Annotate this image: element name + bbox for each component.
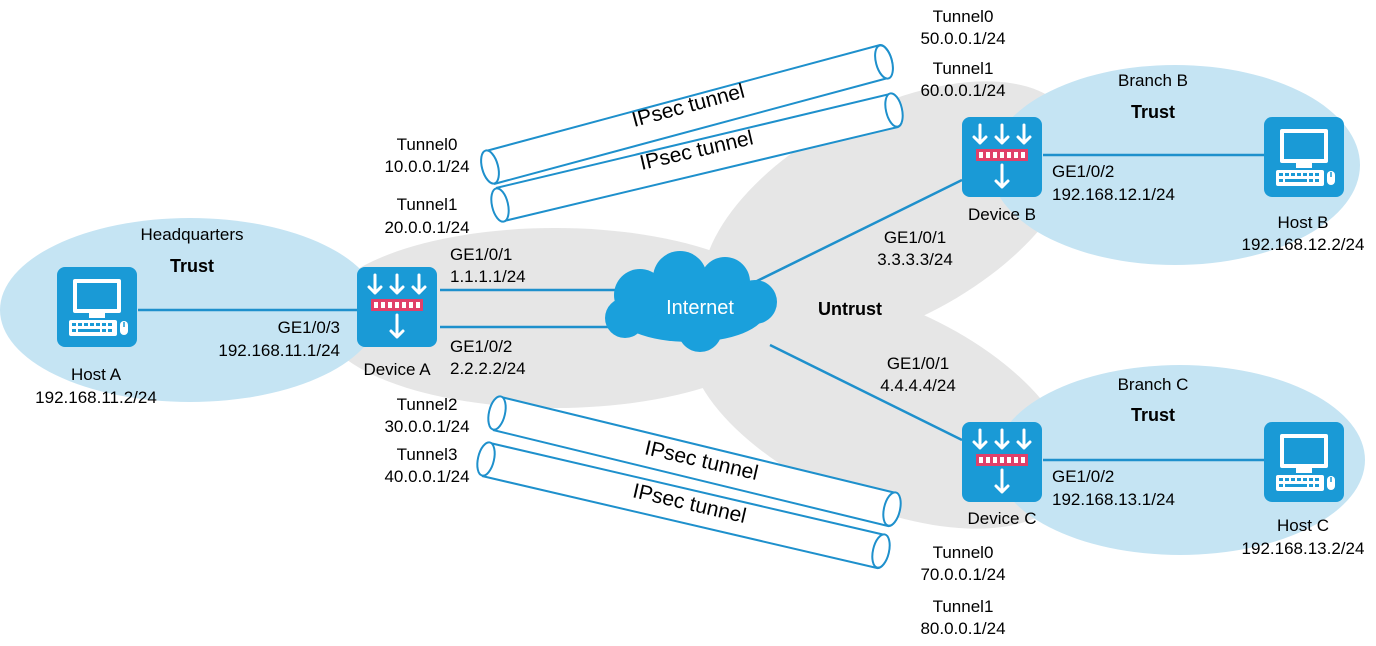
device-a-tunnel2-ip: 30.0.0.1/24 <box>384 417 469 436</box>
branch-b-label: Branch B <box>1118 71 1188 90</box>
device-b-tunnel0-ip: 50.0.0.1/24 <box>920 29 1005 48</box>
device-c-ge102-ip: 192.168.13.1/24 <box>1052 490 1175 509</box>
device-c-tunnel1-name: Tunnel1 <box>933 597 994 616</box>
device-c-ge101-port: GE1/0/1 <box>887 354 949 373</box>
device-a-tunnel3-name: Tunnel3 <box>397 445 458 464</box>
device-a-ge102-port: GE1/0/2 <box>450 337 512 356</box>
branch-c-label: Branch C <box>1118 375 1189 394</box>
branch-c-trust-label: Trust <box>1131 405 1175 425</box>
headquarters-trust-label: Trust <box>170 256 214 276</box>
device-a-tunnel1-ip: 20.0.0.1/24 <box>384 218 469 237</box>
device-a-tunnel0-ip: 10.0.0.1/24 <box>384 157 469 176</box>
link-internet-device-b <box>754 178 963 284</box>
device-b-tunnel1-name: Tunnel1 <box>933 59 994 78</box>
host-b-computer-icon <box>1263 116 1345 198</box>
device-a-ge103-port: GE1/0/3 <box>278 318 340 337</box>
device-b-tunnel1-ip: 60.0.0.1/24 <box>920 81 1005 100</box>
device-a-ge102-ip: 2.2.2.2/24 <box>450 359 526 378</box>
device-c-firewall-icon <box>960 420 1044 504</box>
host-b-ip: 192.168.12.2/24 <box>1242 235 1365 254</box>
device-a-tunnel2-name: Tunnel2 <box>397 395 458 414</box>
device-c-tunnel0-ip: 70.0.0.1/24 <box>920 565 1005 584</box>
host-a-name: Host A <box>71 365 122 384</box>
branch-b-trust-label: Trust <box>1131 102 1175 122</box>
device-a-name: Device A <box>363 360 431 379</box>
device-c-name: Device C <box>968 509 1037 528</box>
ipsec-tunnel-2 <box>490 92 904 223</box>
trust-zone-branch-b <box>990 65 1360 265</box>
link-internet-device-c <box>769 343 963 442</box>
device-a-ge103-ip: 192.168.11.1/24 <box>218 341 340 360</box>
device-a-ge101-ip: 1.1.1.1/24 <box>450 267 526 286</box>
device-a-tunnel3-ip: 40.0.0.1/24 <box>384 467 469 486</box>
device-b-ge101-port: GE1/0/1 <box>884 228 946 247</box>
internet-cloud-icon <box>605 251 777 352</box>
device-b-name: Device B <box>968 205 1036 224</box>
device-a-tunnel1-name: Tunnel1 <box>397 195 458 214</box>
device-b-ge101-ip: 3.3.3.3/24 <box>877 250 953 269</box>
device-a-tunnel0-name: Tunnel0 <box>397 135 458 154</box>
device-a-firewall-icon <box>355 265 439 349</box>
device-a-ge101-port: GE1/0/1 <box>450 245 512 264</box>
host-a-computer-icon <box>56 266 138 348</box>
device-c-tunnel0-name: Tunnel0 <box>933 543 994 562</box>
headquarters-label: Headquarters <box>140 225 243 244</box>
ipsec-tunnel-4 <box>476 441 891 570</box>
ipsec-tunnel-3 <box>487 395 902 528</box>
ipsec-tunnels <box>476 44 904 570</box>
device-b-tunnel0-name: Tunnel0 <box>933 7 994 26</box>
device-c-tunnel1-ip: 80.0.0.1/24 <box>920 619 1005 638</box>
device-b-ge102-port: GE1/0/2 <box>1052 162 1114 181</box>
untrust-label: Untrust <box>818 299 882 319</box>
device-c-ge101-ip: 4.4.4.4/24 <box>880 376 956 395</box>
host-c-computer-icon <box>1263 421 1345 503</box>
host-c-ip: 192.168.13.2/24 <box>1242 539 1365 558</box>
device-b-firewall-icon <box>960 115 1044 199</box>
ipsec-tunnel-1 <box>480 44 894 185</box>
device-c-ge102-port: GE1/0/2 <box>1052 467 1114 486</box>
device-b-ge102-ip: 192.168.12.1/24 <box>1052 185 1175 204</box>
host-b-name: Host B <box>1277 213 1328 232</box>
host-a-ip: 192.168.11.2/24 <box>35 388 157 407</box>
host-c-name: Host C <box>1277 516 1329 535</box>
internet-label: Internet <box>666 297 734 319</box>
